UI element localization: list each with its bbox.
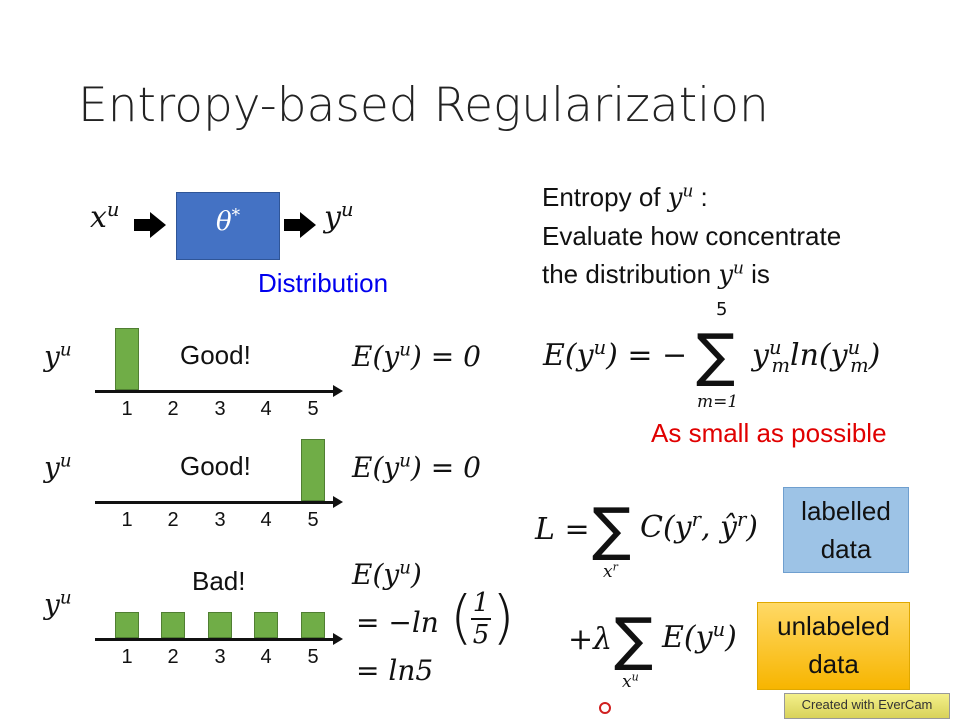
tick-label: 1 xyxy=(121,398,133,420)
tick-label: 4 xyxy=(260,509,272,531)
tick-label: 4 xyxy=(260,398,272,420)
distribution-bar xyxy=(115,612,139,638)
distribution-bar xyxy=(301,439,325,501)
axis-line xyxy=(95,496,343,508)
tick-label: 1 xyxy=(121,646,133,668)
distribution-label: Distribution xyxy=(258,268,389,298)
distribution-bar xyxy=(208,612,232,638)
verdict: Bad! xyxy=(192,566,246,596)
entropy-line3: = ln5 xyxy=(356,654,434,687)
verdict: Good! xyxy=(180,451,251,481)
loss-lhs: L = xyxy=(535,512,590,547)
distribution-bar xyxy=(161,612,185,638)
cursor-indicator xyxy=(599,702,611,714)
unlabeled-term: E(yu) xyxy=(662,618,737,655)
entropy-value: E(yu) = 0 xyxy=(352,450,481,484)
sum-icon: ∑ xyxy=(614,605,654,673)
tick-label: 3 xyxy=(214,509,226,531)
slide-title: Entropy-based Regularization xyxy=(78,78,769,133)
tick-label: 2 xyxy=(167,509,179,531)
tick-label: 1 xyxy=(121,509,133,531)
sum-icon: ∑ xyxy=(696,321,736,389)
watermark: Created with EverCam xyxy=(784,693,950,719)
paren-right: ) xyxy=(492,583,515,651)
tick-label: 5 xyxy=(307,509,319,531)
entropy-description: Entropy of yu : Evaluate how concentrate… xyxy=(542,180,842,290)
entropy-formula: E(yu) = − xyxy=(543,336,688,373)
sum-icon: ∑ xyxy=(592,495,632,563)
tick-label: 2 xyxy=(167,398,179,420)
axis-line xyxy=(95,633,343,645)
y-label: yu xyxy=(44,450,72,484)
arrow-icon xyxy=(284,212,316,238)
tick-label: 2 xyxy=(167,646,179,668)
tick-label: 5 xyxy=(307,398,319,420)
unlabeled-data-box: unlabeled data xyxy=(757,602,910,690)
entropy-body: yumln(yum) xyxy=(752,336,881,377)
distribution-bar xyxy=(254,612,278,638)
sum1-lower: xr xyxy=(603,560,618,582)
sum-upper: 5 xyxy=(716,299,728,320)
axis-line xyxy=(95,385,343,397)
distribution-bar xyxy=(115,328,139,390)
labelled-term: C(yr, ŷr) xyxy=(640,508,759,545)
note-small: As small as possible xyxy=(651,418,887,448)
model-box: θ* xyxy=(176,192,280,260)
paren-left: ( xyxy=(450,583,473,651)
verdict: Good! xyxy=(180,340,251,370)
output-var: yu xyxy=(324,198,354,235)
entropy-value: E(yu) = 0 xyxy=(352,339,481,373)
tick-label: 4 xyxy=(260,646,272,668)
sum-lower: m=1 xyxy=(697,392,739,412)
labelled-data-box: labelled data xyxy=(783,487,909,573)
tick-label: 3 xyxy=(214,646,226,668)
lambda-term: +λ xyxy=(568,622,613,657)
tick-label: 5 xyxy=(307,646,319,668)
entropy-line2: = −ln xyxy=(356,606,439,639)
y-label: yu xyxy=(44,339,72,373)
tick-label: 3 xyxy=(214,398,226,420)
distribution-bar xyxy=(301,612,325,638)
sum2-lower: xu xyxy=(622,670,639,692)
y-label: yu xyxy=(44,587,72,621)
input-var: xu xyxy=(90,198,120,235)
entropy-value: E(yu) xyxy=(352,557,422,591)
arrow-icon xyxy=(134,212,166,238)
